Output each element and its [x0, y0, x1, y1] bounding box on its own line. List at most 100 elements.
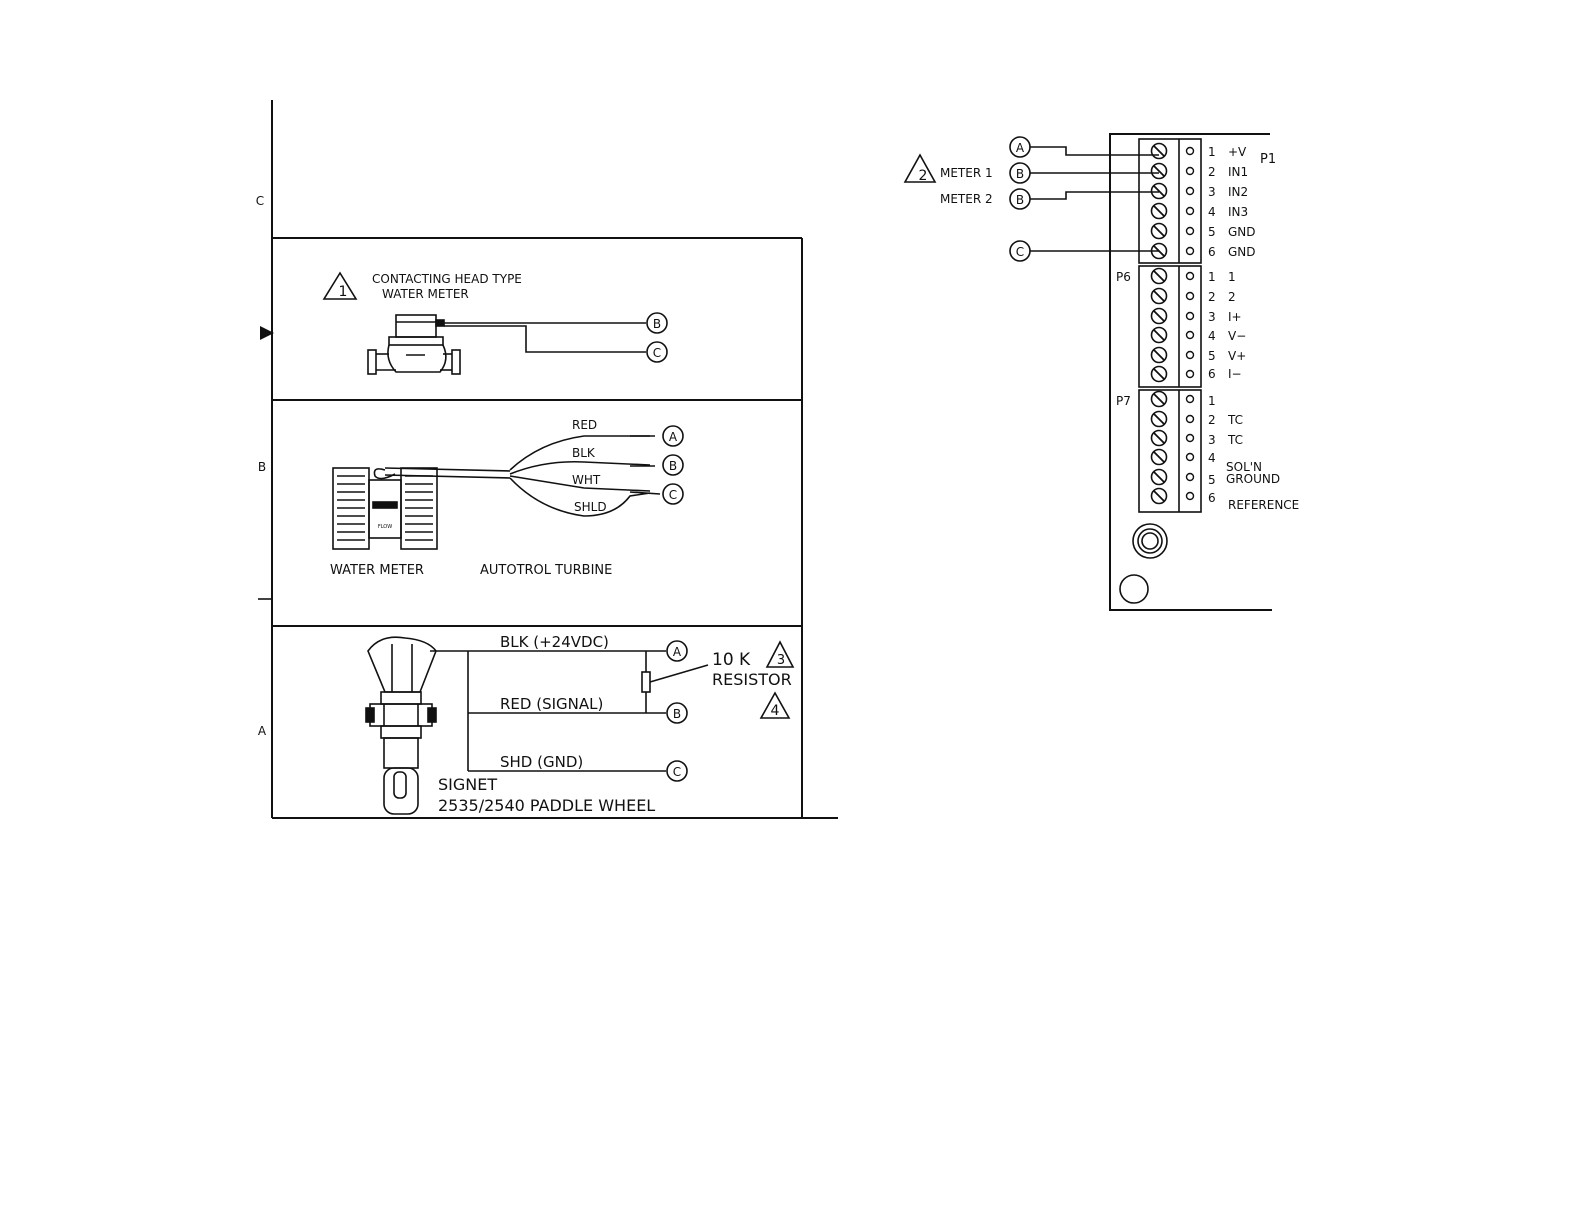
socket-hole-icon: [1185, 350, 1195, 360]
socket-hole-icon: [1185, 491, 1195, 501]
section-signet-paddle-wheel: BLK (+24VDC) RED (SIGNAL) SHD (GND) A B …: [365, 633, 795, 815]
terminal-a-circle: A: [662, 425, 684, 447]
screw-terminal-icon: [1150, 429, 1168, 447]
svg-text:1: 1: [339, 284, 348, 300]
meter-1-label: METER 1: [940, 166, 993, 180]
svg-text:C: C: [1016, 245, 1024, 259]
pin-number: 2: [1208, 413, 1216, 427]
screw-terminal-icon: [1150, 448, 1168, 466]
pin-number: 5: [1208, 225, 1216, 239]
turbine-meter-icon: [332, 467, 438, 550]
screw-terminal-icon: [1150, 326, 1168, 344]
svg-text:B: B: [1016, 167, 1024, 181]
terminal-b-circle: B: [662, 454, 684, 476]
wire-red-signal-label: RED (SIGNAL): [500, 695, 603, 713]
pin-label: V+: [1228, 349, 1246, 363]
zone-arrow-icon: [260, 326, 274, 340]
pin-number: 6: [1208, 491, 1216, 505]
screw-terminal-icon: [1150, 365, 1168, 383]
flow-text: FLOW: [378, 524, 392, 530]
screw-terminal-icon: [1150, 390, 1168, 408]
pin-number: 2: [1208, 290, 1216, 304]
pin-number: 4: [1208, 451, 1216, 465]
mounting-hole-icon: [1132, 523, 1168, 559]
contacting-head-meter-icon: [367, 314, 461, 375]
pin-number: 1: [1208, 145, 1216, 159]
screw-terminal-icon: [1150, 307, 1168, 325]
section-contacting-head: 1 CONTACTING HEAD TYPE WATER METER B: [322, 271, 668, 375]
wire-shld-label: SHLD: [574, 500, 607, 514]
device-name-label: SIGNET: [438, 775, 497, 794]
pin-label: SOL'N: [1226, 460, 1262, 474]
pullup-resistor-icon: [641, 651, 709, 713]
socket-hole-icon: [1185, 330, 1195, 340]
pin-label: IN2: [1228, 185, 1248, 199]
pin-number: 3: [1208, 433, 1216, 447]
pin-number: 3: [1208, 185, 1216, 199]
pin-number: 5: [1208, 349, 1216, 363]
paddle-wheel-sensor-icon: [365, 636, 437, 815]
svg-text:2: 2: [919, 168, 928, 184]
pin-label: TC: [1227, 413, 1243, 427]
screw-terminal-icon: [1150, 267, 1168, 285]
resistor-label: RESISTOR: [712, 670, 792, 689]
socket-hole-icon: [1185, 246, 1195, 256]
pin-label: IN1: [1228, 165, 1248, 179]
svg-text:A: A: [1016, 141, 1025, 155]
p6-pin-labels: 1 1 2 2 3 I+ 4 V− 5 V+ 6 I−: [1208, 270, 1246, 381]
section1-title-line1: CONTACTING HEAD TYPE: [372, 272, 522, 286]
terminal-c-circle: C: [1009, 240, 1031, 262]
svg-text:B: B: [669, 459, 677, 473]
section-autotrol-turbine: FLOW RED BLK WHT SHLD A B C WATER METER …: [330, 418, 684, 578]
svg-text:A: A: [673, 645, 682, 659]
socket-hole-icon: [1185, 271, 1195, 281]
socket-hole-icon: [1185, 166, 1195, 176]
wire-red-label: RED: [572, 418, 597, 432]
screw-terminal-icon: [1150, 468, 1168, 486]
socket-hole-icon: [1185, 146, 1195, 156]
autotrol-turbine-label: AUTOTROL TURBINE: [480, 563, 612, 578]
pin-number: 1: [1208, 394, 1216, 408]
screw-terminals: [1150, 142, 1195, 505]
wire-wht-label: WHT: [572, 473, 601, 487]
socket-hole-icon: [1185, 206, 1195, 216]
screw-terminal-icon: [1150, 346, 1168, 364]
left-panel-frame: [258, 100, 838, 819]
pin-number: 1: [1208, 270, 1216, 284]
pin-label: TC: [1227, 433, 1243, 447]
screw-terminal-icon: [1150, 182, 1168, 200]
socket-hole-icon: [1185, 226, 1195, 236]
pin-number: 6: [1208, 367, 1216, 381]
svg-text:C: C: [673, 765, 681, 779]
terminal-b-circle: B: [1009, 188, 1031, 210]
terminal-b-circle: B: [646, 312, 668, 334]
zone-label-c: C: [256, 194, 264, 208]
wire-blk-label: BLK: [572, 446, 596, 460]
connector-p7-label: P7: [1116, 394, 1131, 408]
pin-number: 5: [1208, 473, 1216, 487]
screw-terminal-icon: [1150, 410, 1168, 428]
resistor-value-label: 10 K: [712, 650, 751, 670]
screw-terminal-icon: [1150, 202, 1168, 220]
svg-text:B: B: [1016, 193, 1024, 207]
controller-board: [1109, 133, 1272, 611]
pin-label: IN3: [1228, 205, 1248, 219]
screw-terminal-icon: [1150, 287, 1168, 305]
water-meter-label: WATER METER: [330, 563, 424, 578]
section1-title-line2: WATER METER: [382, 287, 469, 301]
socket-hole-icon: [1185, 472, 1195, 482]
socket-hole-icon: [1185, 291, 1195, 301]
pin-number: 2: [1208, 165, 1216, 179]
pin-label: GND: [1228, 225, 1256, 239]
terminal-a-circle: A: [1009, 136, 1031, 158]
terminal-a-circle: A: [666, 640, 688, 662]
screw-terminal-icon: [1150, 162, 1168, 180]
pin-label: I+: [1228, 310, 1242, 324]
connector-p1-label: P1: [1260, 152, 1276, 167]
socket-hole-icon: [1185, 369, 1195, 379]
pin-label: REFERENCE: [1228, 498, 1299, 512]
svg-text:B: B: [653, 317, 661, 331]
pin-number: 4: [1208, 329, 1216, 343]
pin-label: GROUND: [1226, 472, 1280, 486]
